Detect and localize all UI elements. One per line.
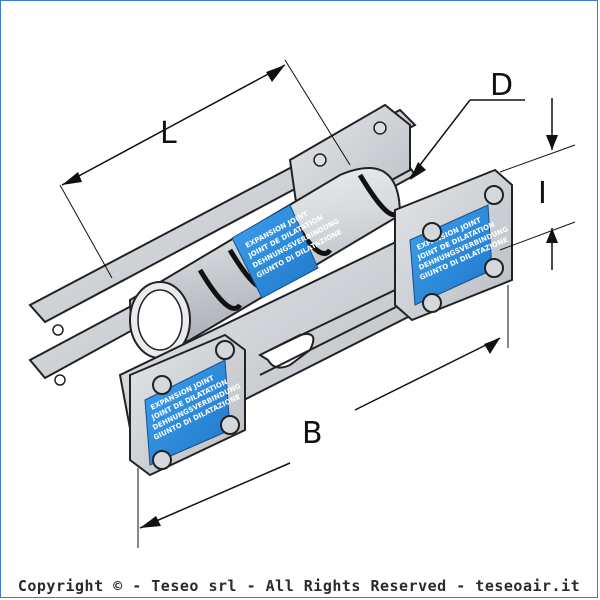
copyright-notice: Copyright © - Teseo srl - All Rights Res… bbox=[17, 577, 581, 595]
dimension-d: D bbox=[409, 68, 525, 180]
dimension-i: I bbox=[499, 98, 576, 270]
left-flange: EXPANSION JOINT JOINT DE DILATATION DEHN… bbox=[129, 333, 246, 477]
pipe-label: EXPANSION JOINT JOINT DE DILATATION DEHN… bbox=[231, 204, 344, 299]
dimension-i-label: I bbox=[538, 176, 547, 211]
bolt-head bbox=[152, 375, 172, 395]
bolt-head bbox=[484, 258, 504, 278]
bolt-head bbox=[220, 415, 240, 435]
bolt-head bbox=[215, 340, 235, 360]
dimension-l-label: L bbox=[160, 116, 177, 151]
bolt-head bbox=[422, 222, 442, 242]
right-flange: EXPANSION JOINT JOINT DE DILATATION DEHN… bbox=[394, 168, 513, 322]
dimension-b: B bbox=[137, 285, 509, 548]
dimension-l: L bbox=[59, 59, 351, 279]
bolt-head bbox=[484, 185, 504, 205]
dimension-b-label: B bbox=[302, 416, 323, 451]
bolt-head bbox=[152, 450, 172, 470]
bolt-head bbox=[422, 293, 442, 313]
dimension-d-label: D bbox=[490, 68, 513, 103]
